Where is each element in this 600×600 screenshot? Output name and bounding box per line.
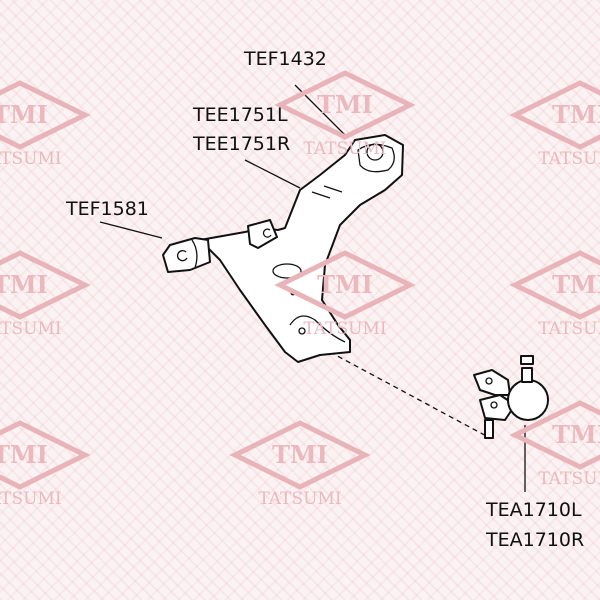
- label-tea1710r: TEA1710R: [485, 529, 584, 551]
- watermark-diamond: [229, 420, 371, 490]
- watermark-logo-text: TMI: [552, 100, 600, 129]
- watermark-logo-text: TMI: [0, 270, 48, 299]
- watermark-diamond: [509, 400, 600, 470]
- watermark-logo-text: TMI: [317, 270, 373, 299]
- watermark-brand-text: TATSUMI: [303, 319, 386, 339]
- watermark-diamond: [509, 250, 600, 320]
- watermark-logo: TMI TATSUMI: [509, 80, 600, 169]
- watermark-diamond: [509, 80, 600, 150]
- label-tef1432: TEF1432: [243, 48, 327, 70]
- watermark-logo: TMI TATSUMI: [274, 70, 416, 159]
- label-tee1751r: TEE1751R: [192, 133, 290, 155]
- leader-tef1581: [99, 221, 163, 239]
- watermark-brand-text: TATSUMI: [0, 149, 62, 169]
- watermark-logo: TMI TATSUMI: [0, 420, 91, 509]
- watermark-logo-text: TMI: [0, 100, 48, 129]
- watermark-diamond: [274, 250, 416, 320]
- watermark-brand-text: TATSUMI: [303, 139, 386, 159]
- rear-bushing: [247, 219, 278, 249]
- watermark-logo: TMI TATSUMI: [0, 250, 91, 339]
- watermark-logo-text: TMI: [552, 420, 600, 449]
- leader-tee1751: [244, 159, 301, 189]
- watermark-layer: TMI TATSUMI TMI TATSUMI TMI TATSUMI TMI TATSUMI…: [0, 70, 600, 509]
- watermark-logo: TMI TATSUMI: [509, 250, 600, 339]
- watermark-logo-text: TMI: [317, 90, 373, 119]
- dashed-mount-line: [329, 351, 491, 439]
- watermark-logo-text: TMI: [552, 270, 600, 299]
- front-bushing: [162, 237, 211, 273]
- watermark-logo-text: TMI: [272, 440, 328, 469]
- watermark-logo: TMI TATSUMI: [229, 420, 371, 509]
- label-tef1581: TEF1581: [65, 198, 149, 220]
- watermark-brand-text: TATSUMI: [0, 489, 62, 509]
- watermark-brand-text: TATSUMI: [538, 319, 600, 339]
- watermark-logo: TMI TATSUMI: [0, 80, 91, 169]
- watermark-diamond: [274, 70, 416, 140]
- watermark-logo: TMI TATSUMI: [274, 250, 416, 339]
- watermark-brand-text: TATSUMI: [0, 319, 62, 339]
- ball-joint: [473, 355, 549, 439]
- watermark-brand-text: TATSUMI: [258, 489, 341, 509]
- watermark-brand-text: TATSUMI: [538, 149, 600, 169]
- watermark-diamond: [0, 420, 91, 490]
- watermark-diamond: [0, 250, 91, 320]
- watermark-logo: TMI TATSUMI: [509, 400, 600, 489]
- watermark-brand-text: TATSUMI: [538, 469, 600, 489]
- watermark-diamond: [0, 80, 91, 150]
- watermark-logo-text: TMI: [0, 440, 48, 469]
- label-tea1710l: TEA1710L: [485, 499, 582, 521]
- label-tee1751l: TEE1751L: [192, 104, 288, 126]
- control-arm: [199, 134, 404, 363]
